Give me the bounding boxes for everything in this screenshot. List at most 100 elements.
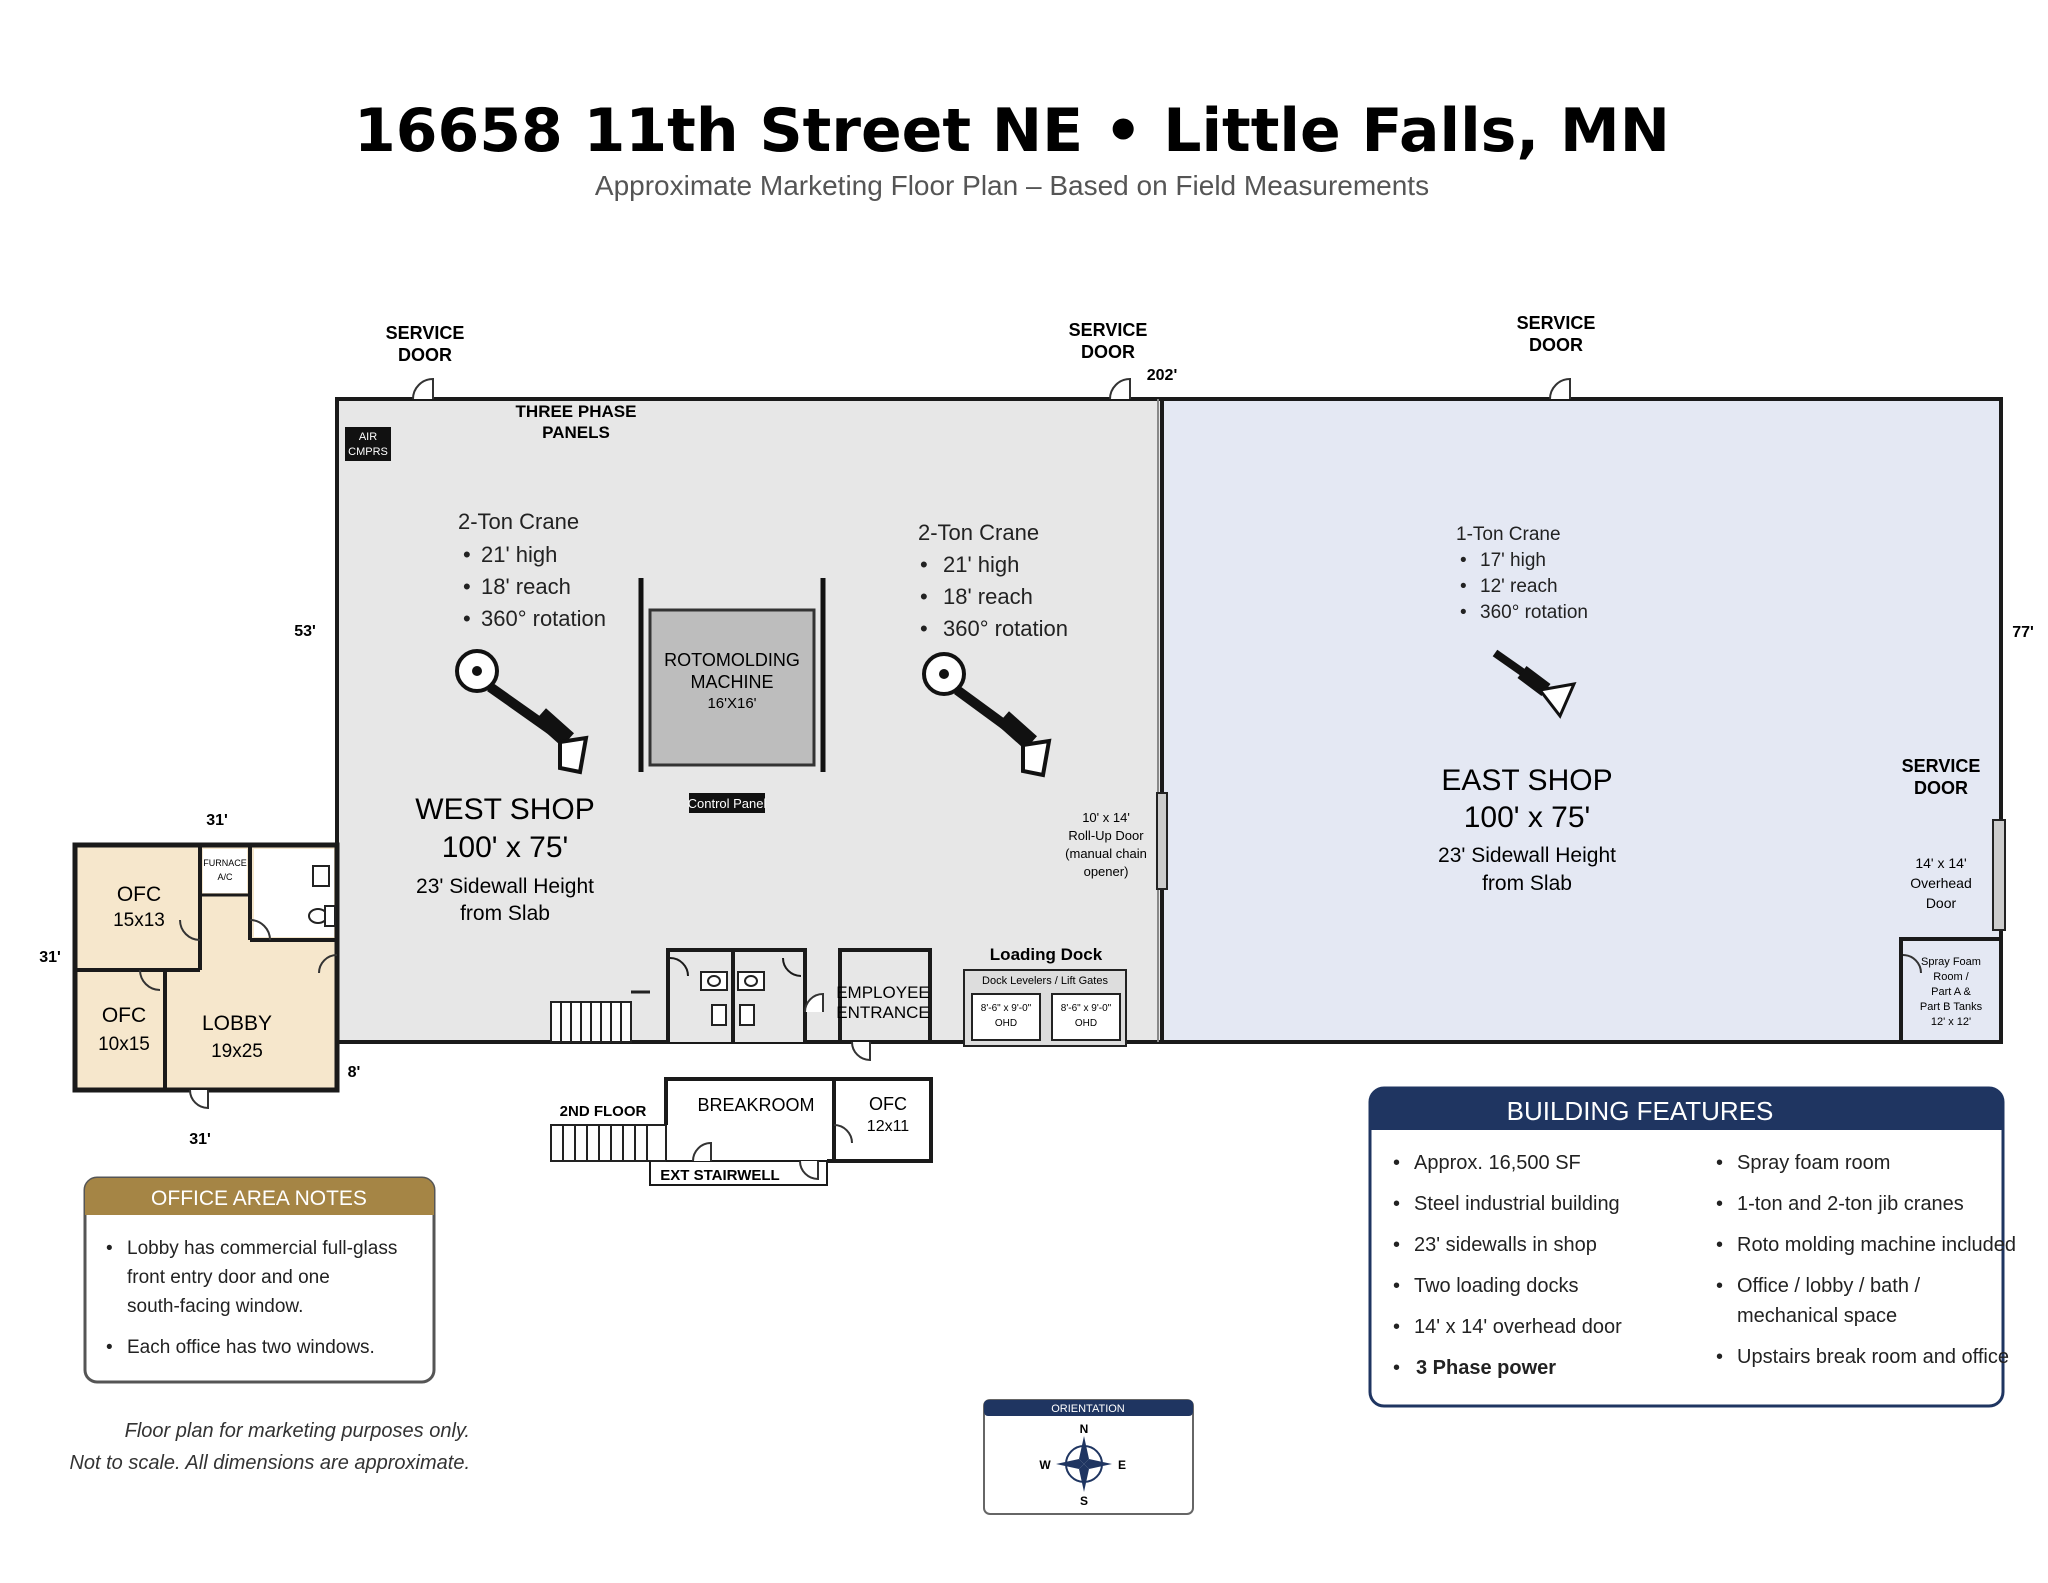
second-floor-ofc-label: OFC: [869, 1094, 907, 1114]
east-shop-size: 100' x 75': [1464, 801, 1591, 834]
rotomolding-machine: [648, 608, 816, 767]
east-shop-height: from Slab: [1482, 872, 1572, 895]
overhead-text: 14' x 14': [1915, 855, 1966, 871]
feature-item: mechanical space: [1737, 1305, 1897, 1327]
feature-item: Approx. 16,500 SF: [1414, 1152, 1581, 1174]
office-area: OFC 15x13 FURNACE A/C OFC 10x15 LOBBY 19…: [72, 842, 340, 1110]
overhead-text: Overhead: [1910, 875, 1971, 891]
compass-e: E: [1118, 1458, 1126, 1472]
svg-text:•: •: [920, 616, 928, 641]
air-compressor: [345, 427, 391, 461]
feature-item: Office / lobby / bath /: [1737, 1275, 1921, 1297]
orientation-box: ORIENTATION N S W E: [983, 1399, 1194, 1515]
furnace-label: A/C: [217, 872, 233, 882]
feature-item: 14' x 14' overhead door: [1414, 1316, 1622, 1338]
west-shop-label: WEST SHOP 100' x 75' 23' Sidewall Height…: [415, 793, 594, 925]
east-shop-label: EAST SHOP 100' x 75' 23' Sidewall Height…: [1438, 764, 1616, 895]
east-shop-area: [1160, 397, 2003, 1044]
crane-spec: 17' high: [1480, 550, 1546, 571]
west-shop-name: WEST SHOP: [415, 793, 594, 826]
building-features-box: BUILDING FEATURES •Approx. 16,500 SF •St…: [1368, 1086, 2016, 1408]
crane-spec: 21' high: [481, 542, 557, 567]
svg-text:•: •: [106, 1238, 113, 1259]
employee-entrance: EMPLOYEE ENTRANCE: [804, 948, 932, 1062]
spray-foam-room: [1899, 937, 2001, 1042]
crane-spec: 360° rotation: [481, 606, 606, 631]
ofc1-label: OFC: [117, 883, 161, 906]
service-door-label: SERVICE: [1902, 756, 1981, 776]
service-door-east: SERVICE DOOR: [1902, 756, 1981, 798]
crane-title: 2-Ton Crane: [458, 509, 579, 534]
feature-item: 23' sidewalls in shop: [1414, 1234, 1597, 1256]
dimension-west: 53': [294, 623, 316, 640]
dock-door: [971, 993, 1041, 1041]
ofc1-size: 15x13: [113, 910, 165, 931]
service-door-label: DOOR: [1914, 778, 1968, 798]
lobby-label: LOBBY: [202, 1012, 272, 1035]
dimension-office-bottom: 31': [189, 1131, 211, 1148]
svg-text:•: •: [1393, 1152, 1400, 1174]
crane-spec: 18' reach: [943, 584, 1033, 609]
restroom-fixtures: [700, 971, 765, 1026]
ofc2-size: 10x15: [98, 1034, 150, 1055]
dock-levelers-label: Dock Levelers / Lift Gates: [982, 975, 1108, 987]
machine-label: MACHINE: [690, 672, 773, 692]
compass-w: W: [1039, 1458, 1051, 1472]
disclaimer: Not to scale. All dimensions are approxi…: [69, 1452, 470, 1474]
dimension-office-step: 8': [348, 1064, 361, 1081]
crane-icon-east: [1492, 649, 1577, 719]
dimension-office-side: 31': [39, 949, 61, 966]
page-title: 16658 11th Street NE • Little Falls, MN: [354, 96, 1670, 166]
crane-spec: 12' reach: [1480, 576, 1558, 597]
feature-item: Spray foam room: [1737, 1152, 1890, 1174]
crane-left-specs: 2-Ton Crane •21' high •18' reach •360° r…: [458, 509, 606, 631]
crane-spec: 21' high: [943, 552, 1019, 577]
svg-text:•: •: [1460, 602, 1467, 623]
control-panel-label: Control Panel: [688, 796, 767, 811]
svg-text:•: •: [463, 606, 471, 631]
dock-door-type: OHD: [1075, 1018, 1097, 1029]
west-shop-size: 100' x 75': [442, 831, 569, 864]
control-panel: [689, 793, 765, 813]
rollup-door-label: 10' x 14' Roll-Up Door (manual chain ope…: [1065, 810, 1147, 879]
office-note-line: Each office has two windows.: [127, 1337, 375, 1358]
three-phase-label: PANELS: [542, 423, 610, 442]
spray-room-text: Room /: [1933, 971, 1969, 983]
crane-spec: 360° rotation: [1480, 602, 1588, 623]
svg-text:•: •: [463, 574, 471, 599]
spray-room-text: Part B Tanks: [1920, 1001, 1983, 1013]
restrooms: [666, 948, 807, 1042]
machine-label: ROTOMOLDING: [664, 650, 800, 670]
dock-door: [1051, 993, 1121, 1041]
service-door-label: SERVICE: [386, 323, 465, 343]
loading-dock-label: Loading Dock: [990, 945, 1103, 964]
disclaimer: Floor plan for marketing purposes only.: [125, 1420, 470, 1442]
page-subtitle: Approximate Marketing Floor Plan – Based…: [595, 170, 1429, 201]
service-door-label: DOOR: [1081, 342, 1135, 362]
service-door-label: SERVICE: [1517, 313, 1596, 333]
breakroom-label: BREAKROOM: [697, 1095, 814, 1115]
dock-door-type: OHD: [995, 1018, 1017, 1029]
second-floor-label: 2ND FLOOR: [560, 1103, 647, 1120]
air-compressor-label: AIR: [359, 431, 377, 443]
orientation-title: ORIENTATION: [1051, 1403, 1125, 1415]
air-compressor-label: CMPRS: [348, 446, 388, 458]
spray-room-text: Spray Foam: [1921, 956, 1981, 968]
svg-text:•: •: [1716, 1193, 1723, 1215]
dock-door-size: 8'-6" x 9'-0": [1061, 1003, 1112, 1014]
feature-item: Two loading docks: [1414, 1275, 1579, 1297]
spray-room-text: 12' x 12': [1931, 1016, 1971, 1028]
rollup-text: 10' x 14': [1082, 810, 1130, 825]
svg-text:•: •: [1393, 1275, 1400, 1297]
overhead-door: [1992, 819, 2006, 931]
dimension-top: 202': [1147, 367, 1178, 384]
spray-room-door: [1902, 954, 1922, 974]
crane-title: 1-Ton Crane: [1456, 524, 1561, 545]
feature-item: 1-ton and 2-ton jib cranes: [1737, 1193, 1964, 1215]
crane-east-specs: 1-Ton Crane •17' high •12' reach •360° r…: [1456, 524, 1588, 623]
spray-room-label: Spray Foam Room / Part A & Part B Tanks …: [1920, 956, 1983, 1028]
dock-door-size: 8'-6" x 9'-0": [981, 1003, 1032, 1014]
dimension-office-top: 31': [206, 812, 228, 829]
west-shop-height: from Slab: [460, 902, 550, 925]
